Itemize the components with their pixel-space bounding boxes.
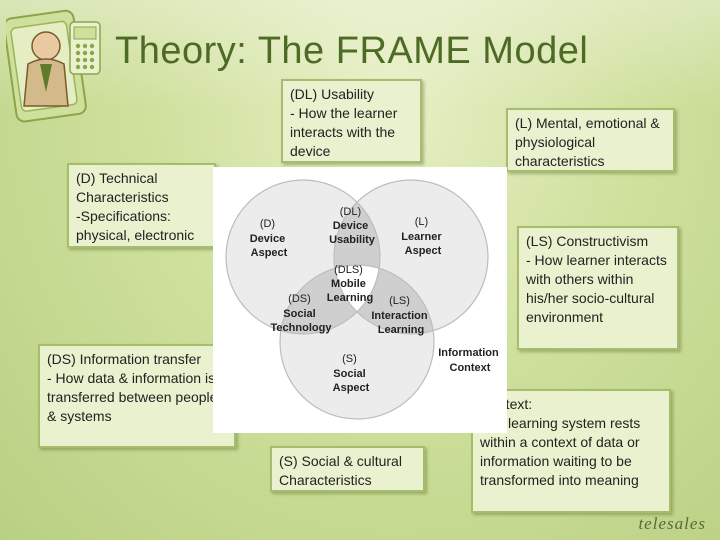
interaction-learning-label: (LS) Interaction Learning (371, 295, 430, 336)
device-usability-label: (DL) Device Usability (329, 206, 376, 246)
box-s-social-cultural: (S) Social & cultural Characteristics (270, 446, 425, 492)
box-ls-constructivism: (LS) Constructivism - How learner intera… (517, 226, 679, 350)
device-aspect-label: (D) Device Aspect (250, 218, 289, 259)
box-context: Context: The learning system rests withi… (471, 389, 671, 513)
box-ds-information-transfer: (DS) Information transfer - How data & i… (38, 344, 236, 448)
logo-illustration-icon (6, 9, 101, 123)
information-context-label: Information Context (438, 347, 502, 374)
box-d-technical: (D) Technical Characteristics -Specifica… (67, 163, 216, 248)
ds-overlap (280, 265, 380, 334)
box-dl-usability: (DL) Usability - How the learner interac… (281, 79, 422, 163)
learner-aspect-label: (L) Learner Aspect (401, 216, 444, 257)
mobile-learning-label: (DLS) Mobile Learning (327, 264, 373, 304)
social-aspect-label: (S) Social Aspect (333, 353, 370, 394)
social-technology-label: (DS) Social Technology (271, 293, 333, 334)
box-l-characteristics: (L) Mental, emotional & physiological ch… (506, 108, 675, 172)
slide-title: Theory: The FRAME Model (115, 30, 589, 72)
ls-overlap (334, 265, 434, 334)
frame-venn-diagram: (D) Device Aspect (L) Learner Aspect (DL… (213, 167, 507, 433)
signature-text: telesales (638, 514, 706, 533)
